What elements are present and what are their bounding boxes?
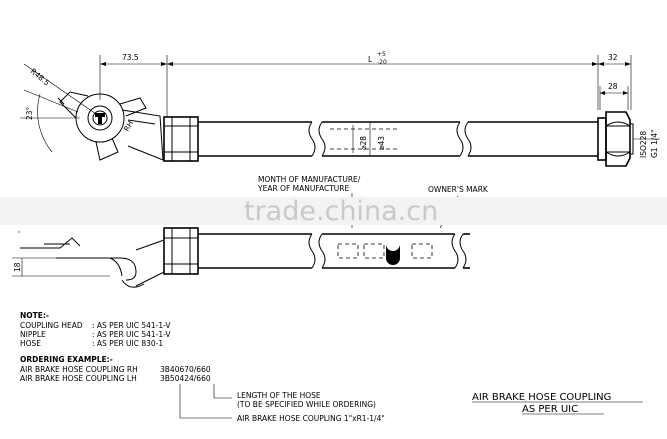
note-item-3: HOSE	[20, 339, 41, 348]
dim-hose-tol-plus: +5	[377, 51, 386, 58]
dim-nipple-length: 32	[608, 53, 618, 62]
note-heading: NOTE:-	[20, 311, 49, 320]
watermark-band	[0, 197, 667, 225]
dim-hose-length: L	[368, 55, 373, 64]
callout-length-line1: LENGTH OF THE HOSE	[237, 391, 321, 400]
manufacture-label-line2: YEAR OF MANUFACTURE	[257, 184, 349, 193]
ordering-code-1: 3B40670/660	[160, 365, 211, 374]
ordering-item-2: AIR BRAKE HOSE COUPLING LH	[20, 374, 137, 383]
dim-hose-tol-minus: -20	[377, 59, 387, 66]
note-item-1: COUPLING HEAD	[20, 321, 83, 330]
dim-radius: R48.5	[29, 67, 52, 88]
note-spec-1: : AS PER UIC 541-1-V	[92, 321, 171, 330]
dim-hose-inner: ⌀28	[359, 136, 368, 150]
owners-mark-label: OWNER'S MARK	[428, 185, 489, 194]
manufacture-label-line1: MONTH OF MANUFACTURE/	[258, 175, 361, 184]
note-spec-3: : AS PER UIC 830-1	[92, 339, 163, 348]
note-spec-2: : AS PER UIC 541-1-V	[92, 330, 171, 339]
title-line1: AIR BRAKE HOSE COUPLING	[472, 392, 611, 403]
thread-standard: ISO228	[639, 131, 648, 158]
callout-length-line2: (TO BE SPECIFIED WHILE ORDERING)	[237, 400, 376, 409]
ordering-code-2: 3B50424/660	[160, 374, 211, 383]
note-item-2: NIPPLE	[20, 330, 46, 339]
notes-section: NOTE:- COUPLING HEAD : AS PER UIC 541-1-…	[20, 311, 385, 423]
callout-name: AIR BRAKE HOSE COUPLING 1"xR1-1/4"	[237, 414, 385, 423]
title-block: AIR BRAKE HOSE COUPLING AS PER UIC	[472, 392, 643, 415]
dim-nipple-hex: 28	[608, 82, 618, 91]
thread-size: G1 1/4"	[650, 130, 659, 159]
dim-angle: 23°	[25, 106, 34, 120]
dim-coupling-length: 73.5	[122, 53, 139, 62]
dim-height: 18	[13, 262, 22, 272]
watermark-text: trade.china.cn	[244, 196, 438, 227]
ordering-item-1: AIR BRAKE HOSE COUPLING RH	[20, 365, 138, 374]
side-view: 18	[12, 227, 470, 288]
title-line2: AS PER UIC	[522, 404, 578, 415]
dim-hose-outer: ⌀43	[377, 136, 386, 150]
top-view	[20, 55, 660, 167]
owners-mark-icon	[386, 244, 400, 265]
ordering-heading: ORDERING EXAMPLE:-	[20, 355, 113, 364]
